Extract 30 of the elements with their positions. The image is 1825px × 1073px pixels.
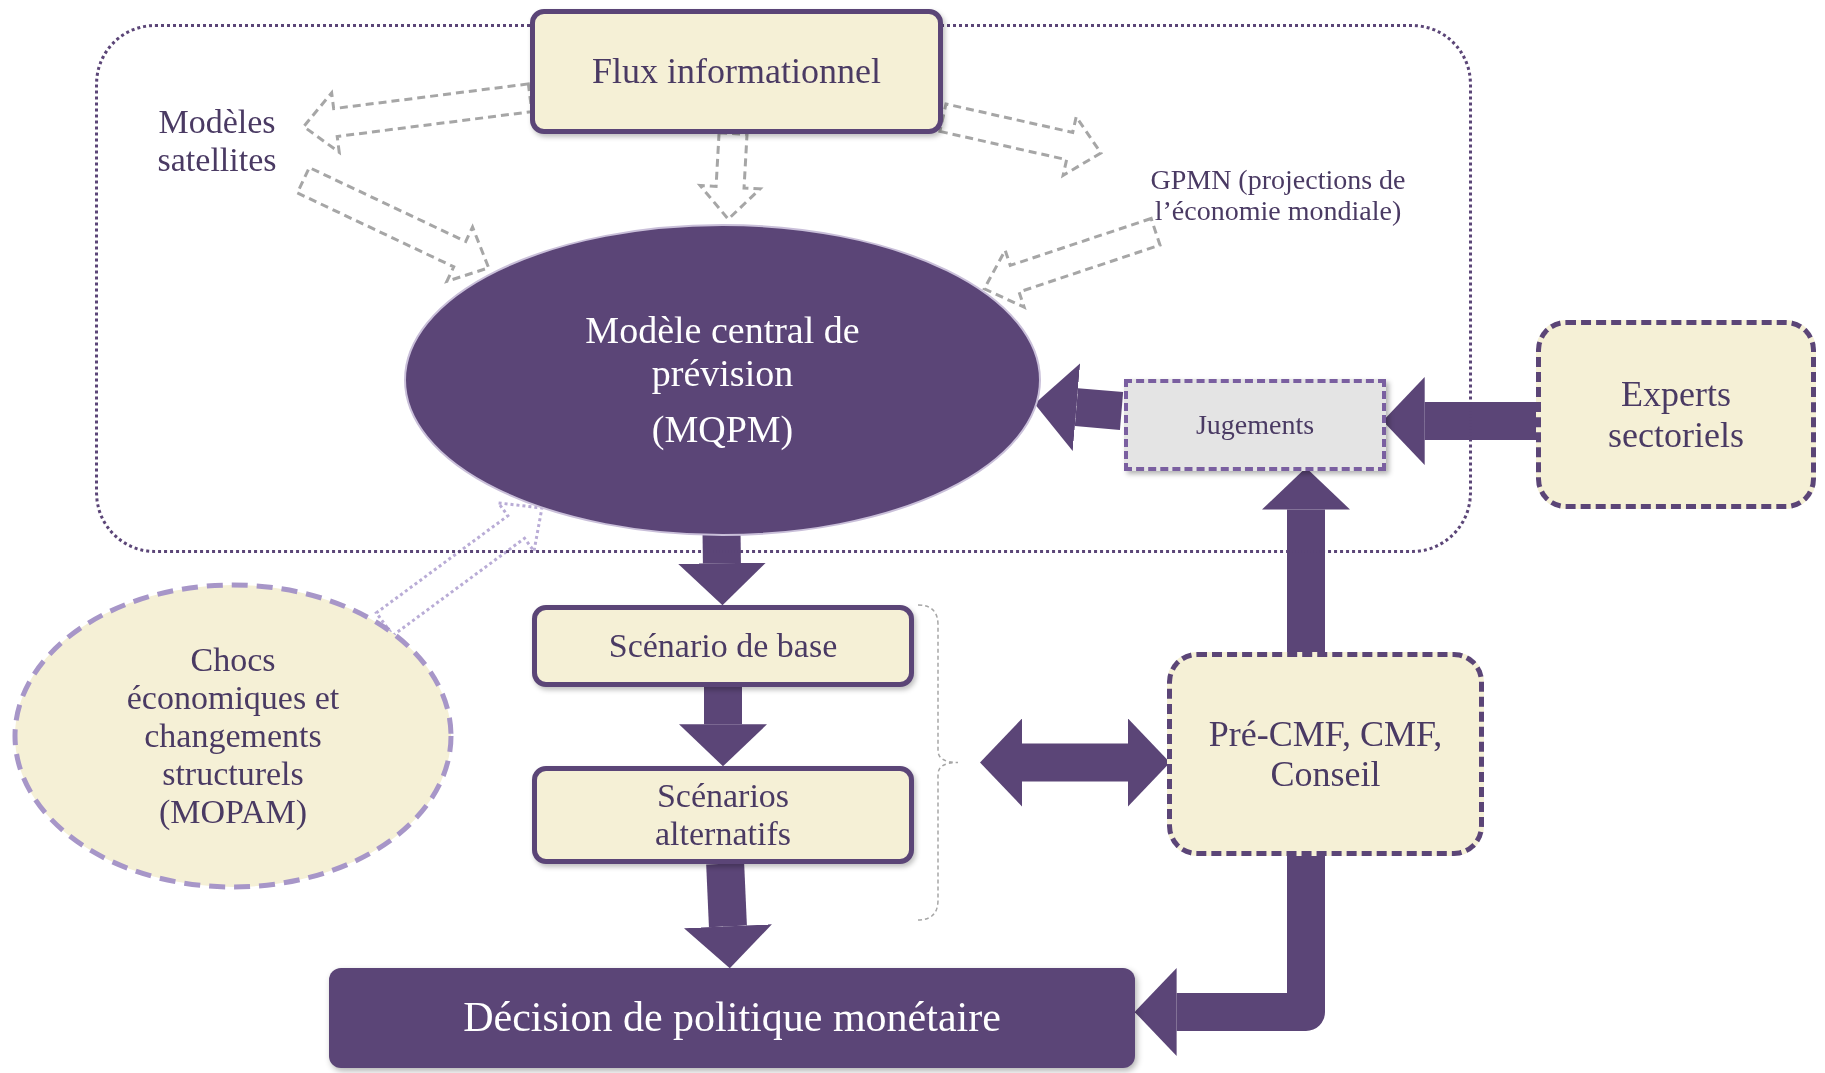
- block-arrow: [1134, 855, 1325, 1056]
- node-label: Chocs économiques et changements structurels (MOPAM): [125, 640, 341, 832]
- node-label: Scénarios alternatifs: [654, 776, 792, 854]
- node-label: Scénario de base: [608, 626, 838, 666]
- node-label: GPMN (projections de l’économie mondiale): [1149, 163, 1407, 227]
- node-label: (MQPM): [651, 408, 794, 451]
- node-label: Modèles satellites: [156, 102, 278, 180]
- block-arrow: [696, 131, 764, 222]
- node-label: Pré-CMF, CMF, Conseil: [1207, 713, 1444, 795]
- block-arrow: [938, 102, 1104, 179]
- node-label: Décision de politique monétaire: [463, 994, 1001, 1042]
- dashed-box: [1536, 320, 1816, 509]
- block-arrow: [1034, 363, 1124, 451]
- block-arrow: [677, 534, 766, 606]
- dotted-group-frame: [95, 24, 1472, 553]
- node-label: Experts sectoriels: [1607, 374, 1745, 455]
- node-label: Flux informationnel: [592, 51, 881, 92]
- process-box: [532, 766, 914, 864]
- block-arrow: [679, 686, 767, 767]
- node-label: Jugements: [1195, 409, 1315, 441]
- block-arrow: [684, 862, 772, 969]
- judgment-box: [1124, 379, 1386, 471]
- dashed-box: [1167, 652, 1484, 856]
- block-arrow: [982, 216, 1162, 310]
- decision-box: [329, 968, 1135, 1068]
- process-box: [532, 605, 914, 687]
- process-box: [530, 9, 943, 134]
- block-arrow: [374, 501, 544, 638]
- node-label: Modèle central de prévision: [584, 309, 861, 395]
- block-arrow: [295, 165, 491, 284]
